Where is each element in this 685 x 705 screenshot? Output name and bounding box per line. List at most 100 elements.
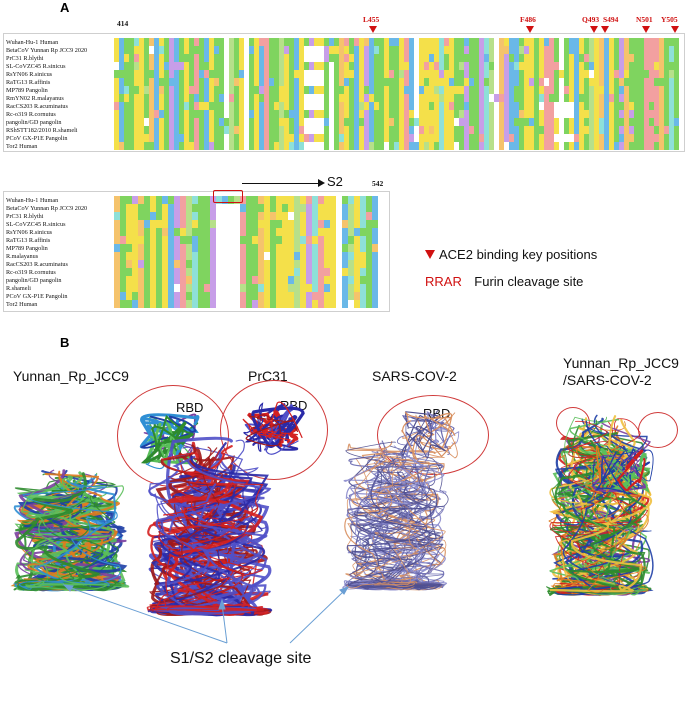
ribbon-strand [549, 415, 652, 593]
ribbon-strand [10, 499, 122, 589]
ribbon-strand [603, 453, 651, 494]
ribbon-strand [551, 416, 650, 591]
cleavage-arrowhead-3 [339, 586, 350, 595]
title-yunnan: Yunnan_Rp_JCC9 [13, 368, 129, 384]
ribbon-strand [17, 498, 113, 590]
ribbon-strand [345, 462, 412, 590]
ribbon-strand [13, 477, 121, 588]
ribbon-strand [15, 482, 125, 591]
sequence-name: PCoV GX-P1E Pangolin [6, 134, 68, 142]
ribbon-strand [353, 457, 443, 590]
ribbon-strand [595, 451, 633, 495]
start-position-label: 414 [117, 19, 129, 28]
s2-arrow [242, 183, 320, 184]
sequence-name: MP789 Pangolin [6, 86, 48, 94]
ribbon-strand [561, 441, 646, 595]
ribbon-strand [552, 442, 645, 591]
ribbon-strand [606, 445, 639, 490]
ribbon-strand [601, 447, 650, 494]
ribbon-strand [19, 479, 112, 549]
sequence-name: PCoV GX-P1E Pangolin [6, 292, 68, 300]
ribbon-strand [149, 476, 264, 613]
rbd-circle-yunnan [117, 385, 229, 487]
ribbon-strand [20, 485, 125, 587]
key-position-label: S494 [603, 15, 619, 24]
alignment-row: RaTG13 R.affinis [4, 236, 378, 244]
sequence-blocks [114, 134, 679, 142]
sequence-blocks [114, 78, 679, 86]
ribbon-strand [547, 454, 651, 596]
ribbon-strand [558, 430, 645, 593]
end-position-label: 542 [372, 179, 384, 188]
ribbon-strand [568, 420, 644, 595]
ribbon-strand [157, 478, 266, 612]
ribbon-strand [19, 469, 125, 591]
furin-highlight-box [213, 190, 243, 203]
ribbon-strand [152, 483, 238, 615]
ribbon-strand [348, 459, 446, 589]
ribbon-strand [552, 418, 641, 594]
ribbon-strand [555, 437, 644, 594]
alignment-row: RmYN02 R.malayanus [4, 94, 679, 102]
ribbon-strand [616, 449, 646, 492]
ribbon-strand [345, 453, 424, 587]
ribbon-strand [550, 451, 648, 595]
sequence-name: RsYN06 R.sinicus [6, 70, 53, 78]
ribbon-strand [149, 488, 256, 612]
ribbon-strand [16, 484, 113, 591]
ribbon-strand [546, 465, 636, 592]
ribbon-strand [351, 458, 436, 586]
ribbon-strand [555, 460, 650, 596]
alignment-row: RacCS203 R.acuminatus [4, 260, 378, 268]
ribbon-strand [596, 451, 649, 495]
sequence-blocks [114, 38, 679, 46]
ribbon-strand [551, 447, 633, 593]
ribbon-strand [578, 443, 650, 574]
alignment-row: BetaCoV Yunnan Rp JCC9 2020 [4, 204, 378, 212]
key-position-triangle-icon [642, 26, 650, 33]
ace2-legend-triangle-icon [425, 250, 435, 259]
ribbon-strand [22, 472, 125, 589]
ribbon-strand [15, 496, 107, 587]
ribbon-strand [19, 482, 121, 586]
alignment-row: RsYN06 R.sinicus [4, 228, 378, 236]
ribbon-strand [39, 477, 118, 587]
key-position-label: Y505 [661, 15, 678, 24]
ribbon-strand [556, 461, 650, 595]
sequence-blocks [114, 220, 378, 228]
ribbon-strand [366, 472, 445, 589]
sequence-name: BetaCoV Yunnan Rp JCC9 2020 [6, 204, 88, 212]
ribbon-strand [549, 420, 643, 591]
sequence-blocks [114, 142, 679, 150]
ribbon-strand [151, 474, 269, 617]
ribbon-strand [347, 480, 442, 588]
alignment-row: RaTG13 R.affinis [4, 78, 679, 86]
alignment-row: Wuhan-Hu-1 Human [4, 196, 378, 204]
ribbon-strand [371, 457, 434, 587]
alignment-row: MP789 Pangolin [4, 86, 679, 94]
ribbon-strand [12, 501, 106, 592]
ace2-legend-text: ACE2 binding key positions [439, 247, 598, 262]
cleavage-arrowhead-1 [62, 584, 74, 592]
ribbon-strand [553, 458, 641, 592]
sequence-name: PrC31 R.blythi [6, 212, 44, 220]
ribbon-strand [16, 470, 122, 591]
ribbon-strand [562, 418, 650, 591]
panel-b-label: B [60, 335, 70, 350]
ribbon-strand [14, 487, 113, 591]
s2-arrowhead [318, 179, 325, 187]
ribbon-strand [562, 458, 640, 596]
ribbon-strand [346, 473, 442, 590]
ribbon-strand [566, 440, 640, 595]
ribbon-strand [21, 482, 130, 589]
alignment-row: RsYN06 R.sinicus [4, 70, 679, 78]
ace2-legend: ACE2 binding key positions [425, 247, 597, 262]
furin-legend-text: Furin cleavage site [474, 274, 584, 289]
rbd-label-prc31: RBD [280, 398, 308, 413]
ribbon-strand [30, 492, 127, 591]
sequence-name: RsYN06 R.sinicus [6, 228, 53, 236]
ribbon-strand [555, 441, 629, 582]
ribbon-strand [347, 461, 440, 591]
sequence-name: Rc-o319 R.cornutus [6, 268, 56, 276]
